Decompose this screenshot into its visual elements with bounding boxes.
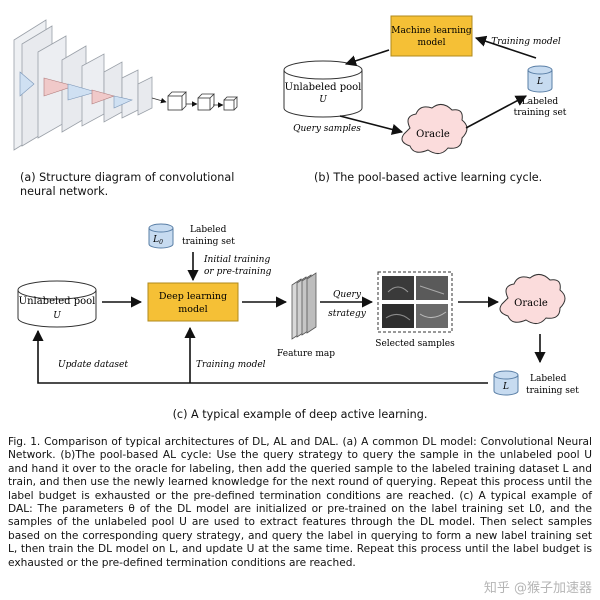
labeled-set-symbol: L — [536, 77, 543, 87]
dal-labeled-set-database — [493, 370, 519, 396]
cnn-kernel — [91, 89, 115, 105]
feature-map-label: Feature map — [277, 349, 335, 359]
cnn-fc-cube — [197, 97, 211, 111]
arrow-update-dataset — [32, 329, 488, 384]
query-strategy-label-2: strategy — [328, 309, 367, 319]
arrow-model-to-pool — [344, 49, 390, 67]
l0-label-1: Labeled — [190, 225, 227, 235]
l0-symbol: L0 — [152, 235, 163, 246]
cnn-layer — [121, 69, 139, 119]
panel-c-caption: (c) A typical example of deep active lea… — [172, 408, 428, 421]
dal-oracle-label: Oracle — [514, 298, 548, 309]
cnn-fc-cube — [167, 95, 183, 111]
dal-unlabeled-pool-label: Unlabeled pool — [19, 296, 96, 307]
cnn-kernel — [113, 95, 133, 109]
selected-samples-frame — [377, 271, 453, 333]
dal-oracle-cloud — [499, 274, 566, 324]
oracle-label: Oracle — [416, 129, 450, 140]
ml-model-label-2: model — [418, 38, 446, 48]
sample-image — [382, 304, 414, 328]
oracle-cloud — [401, 104, 468, 154]
cnn-kernel — [19, 71, 35, 97]
arrow-pool-to-oracle — [339, 115, 404, 135]
initial-training-label-1: Initial training — [203, 255, 270, 265]
training-model-label: Training model — [491, 37, 561, 47]
cnn-layer — [137, 76, 153, 116]
l0-labeled-set-database — [148, 223, 174, 249]
panel-b-caption: (b) The pool-based active learning cycle… — [314, 171, 543, 184]
sample-image — [416, 276, 448, 300]
ml-model-label-1: Machine learning — [391, 26, 472, 36]
watermark: 知乎 @猴子加速器 — [483, 581, 592, 596]
arrow-oracle-to-labeled — [465, 95, 527, 129]
dl-model-box — [147, 282, 239, 322]
update-dataset-label: Update dataset — [58, 360, 128, 370]
unlabeled-pool-database — [283, 60, 363, 118]
dl-model-label-2: model — [178, 304, 207, 315]
figure-caption: Fig. 1. Comparison of typical architectu… — [8, 436, 592, 569]
unlabeled-pool-symbol: U — [319, 95, 327, 105]
sample-texture — [419, 311, 447, 318]
labeled-set-label-1: Labeled — [522, 97, 559, 107]
dl-model-label-1: Deep learning — [159, 291, 227, 302]
figure-diagram: Machine learning model Unlabeled pool U … — [13, 15, 579, 396]
cnn-kernel — [43, 77, 76, 97]
sample-texture — [419, 285, 445, 295]
cnn-kernel — [67, 83, 98, 101]
sample-image — [382, 276, 414, 300]
query-samples-label: Query samples — [293, 124, 361, 134]
ml-model-box — [390, 15, 473, 57]
dal-training-model-label: Training model — [196, 360, 266, 370]
initial-training-label-2: or pre-training — [204, 267, 272, 277]
sample-texture — [387, 286, 409, 293]
panel-a-caption: (a) Structure diagram of convolutional n… — [20, 171, 235, 198]
cnn-layer — [103, 61, 123, 123]
arrow-labeled-to-model — [474, 35, 537, 59]
sample-texture — [385, 314, 411, 321]
l0-label-2: training set — [182, 237, 235, 247]
labeled-set-database — [527, 65, 553, 93]
cnn-structure-diagram — [13, 19, 238, 151]
dal-unlabeled-pool-database — [17, 280, 97, 328]
unlabeled-pool-label: Unlabeled pool — [285, 82, 362, 93]
dal-diagram: L0 Labeled training set Initial training… — [17, 223, 579, 396]
dal-labeled-symbol: L — [502, 382, 509, 392]
selected-samples-label: Selected samples — [375, 339, 455, 349]
query-strategy-label-1: Query — [333, 290, 362, 300]
sample-image — [416, 304, 448, 328]
cnn-arrow — [151, 97, 167, 104]
cnn-fc-cube — [223, 99, 235, 111]
labeled-set-label-2: training set — [514, 108, 567, 118]
dal-unlabeled-pool-symbol: U — [53, 311, 61, 321]
dal-labeled-label-1: Labeled — [530, 374, 567, 384]
al-cycle-diagram: Machine learning model Unlabeled pool U … — [283, 15, 567, 154]
dal-labeled-label-2: training set — [526, 386, 579, 396]
feature-map-stack — [291, 272, 317, 340]
